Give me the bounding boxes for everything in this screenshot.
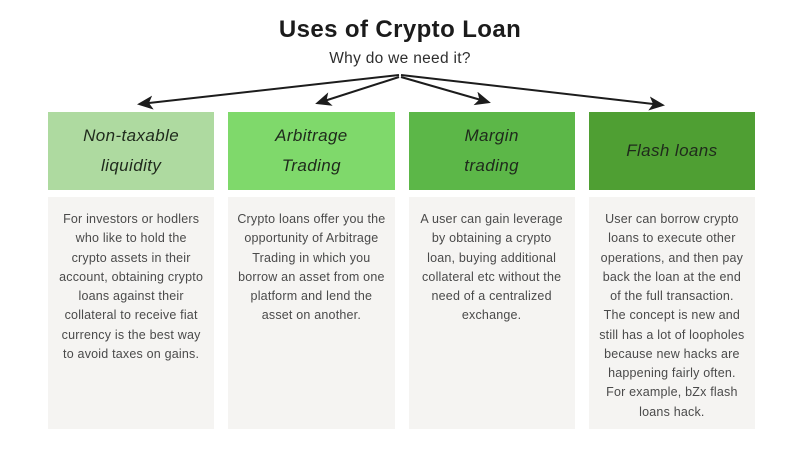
column-flash-loans: Flash loans User can borrow crypto loans… — [588, 112, 755, 429]
column-header-label: Flash loans — [626, 141, 718, 161]
column-header-margin-trading: Margin trading — [408, 112, 575, 190]
page-subtitle: Why do we need it? — [329, 50, 471, 67]
arrow-to-non-taxable-liquidity — [137, 74, 400, 110]
arrow-to-margin-trading — [400, 76, 491, 106]
columns-row: Non-taxable liquidity For investors or h… — [48, 112, 755, 429]
column-header-arbitrage-trading: Arbitrage Trading — [228, 112, 395, 190]
column-body-margin-trading: A user can gain leverage by obtaining a … — [408, 197, 575, 429]
page-title: Uses of Crypto Loan — [278, 16, 522, 43]
column-header-label: Arbitrage Trading — [275, 126, 348, 175]
column-body-text: A user can gain leverage by obtaining a … — [420, 212, 563, 323]
column-body-text: User can borrow crypto loans to execute … — [599, 212, 745, 419]
column-header-label: Non-taxable liquidity — [83, 126, 180, 175]
column-arbitrage-trading: Arbitrage Trading Crypto loans offer you… — [228, 112, 395, 429]
column-body-non-taxable-liquidity: For investors or hodlers who like to hol… — [48, 197, 215, 429]
column-body-flash-loans: User can borrow crypto loans to execute … — [588, 197, 755, 429]
arrow-to-flash-loans — [400, 74, 665, 111]
column-body-text: Crypto loans offer you the opportunity o… — [237, 212, 386, 323]
column-body-arbitrage-trading: Crypto loans offer you the opportunity o… — [228, 197, 395, 429]
column-body-text: For investors or hodlers who like to hol… — [59, 212, 204, 361]
column-header-flash-loans: Flash loans — [588, 112, 755, 190]
fan-arrows — [137, 74, 665, 111]
column-header-non-taxable-liquidity: Non-taxable liquidity — [48, 112, 215, 190]
arrow-to-arbitrage-trading — [315, 76, 400, 106]
column-non-taxable-liquidity: Non-taxable liquidity For investors or h… — [48, 112, 215, 429]
column-margin-trading: Margin trading A user can gain leverage … — [408, 112, 575, 429]
column-header-label: Margin trading — [464, 126, 520, 175]
